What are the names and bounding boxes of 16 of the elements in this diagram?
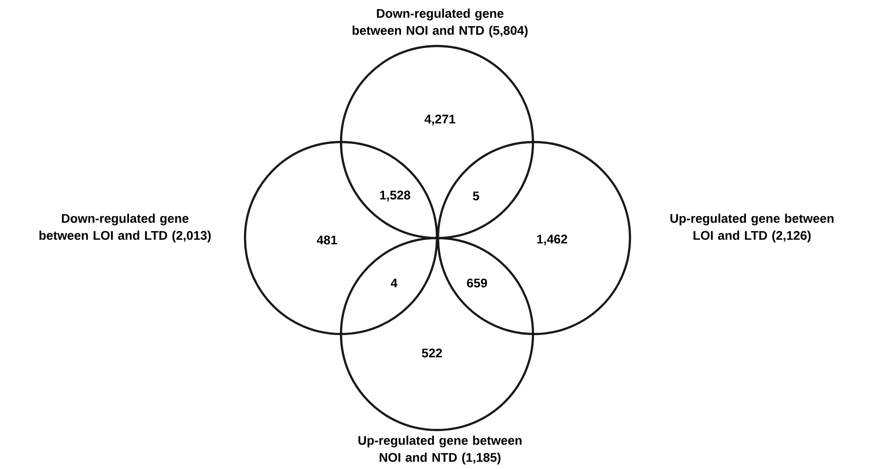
region-count: 481 (316, 236, 338, 244)
venn-circle (340, 236, 534, 432)
region-count: 522 (422, 348, 442, 358)
region-count: 659 (467, 278, 487, 288)
region-count: 1,462 (537, 234, 568, 246)
venn-circle (436, 140, 632, 336)
region-count: 5 (472, 192, 480, 200)
venn-circle (244, 140, 438, 336)
circle-title: Up-regulated gene between NOI and NTD (1,185) (358, 436, 522, 464)
circle-title: Down-regulated gene between LOI and LTD (2,013) (39, 214, 211, 242)
venn-circle (340, 44, 534, 240)
circle-title: Down-regulated gene between NOI and NTD (5,804) (352, 8, 528, 38)
region-count: 4,271 (424, 114, 456, 126)
circle-title: Up-regulated gene between LOI and LTD (2,126) (670, 214, 834, 242)
region-count: 4 (390, 278, 398, 288)
region-count: 1,528 (380, 190, 410, 202)
